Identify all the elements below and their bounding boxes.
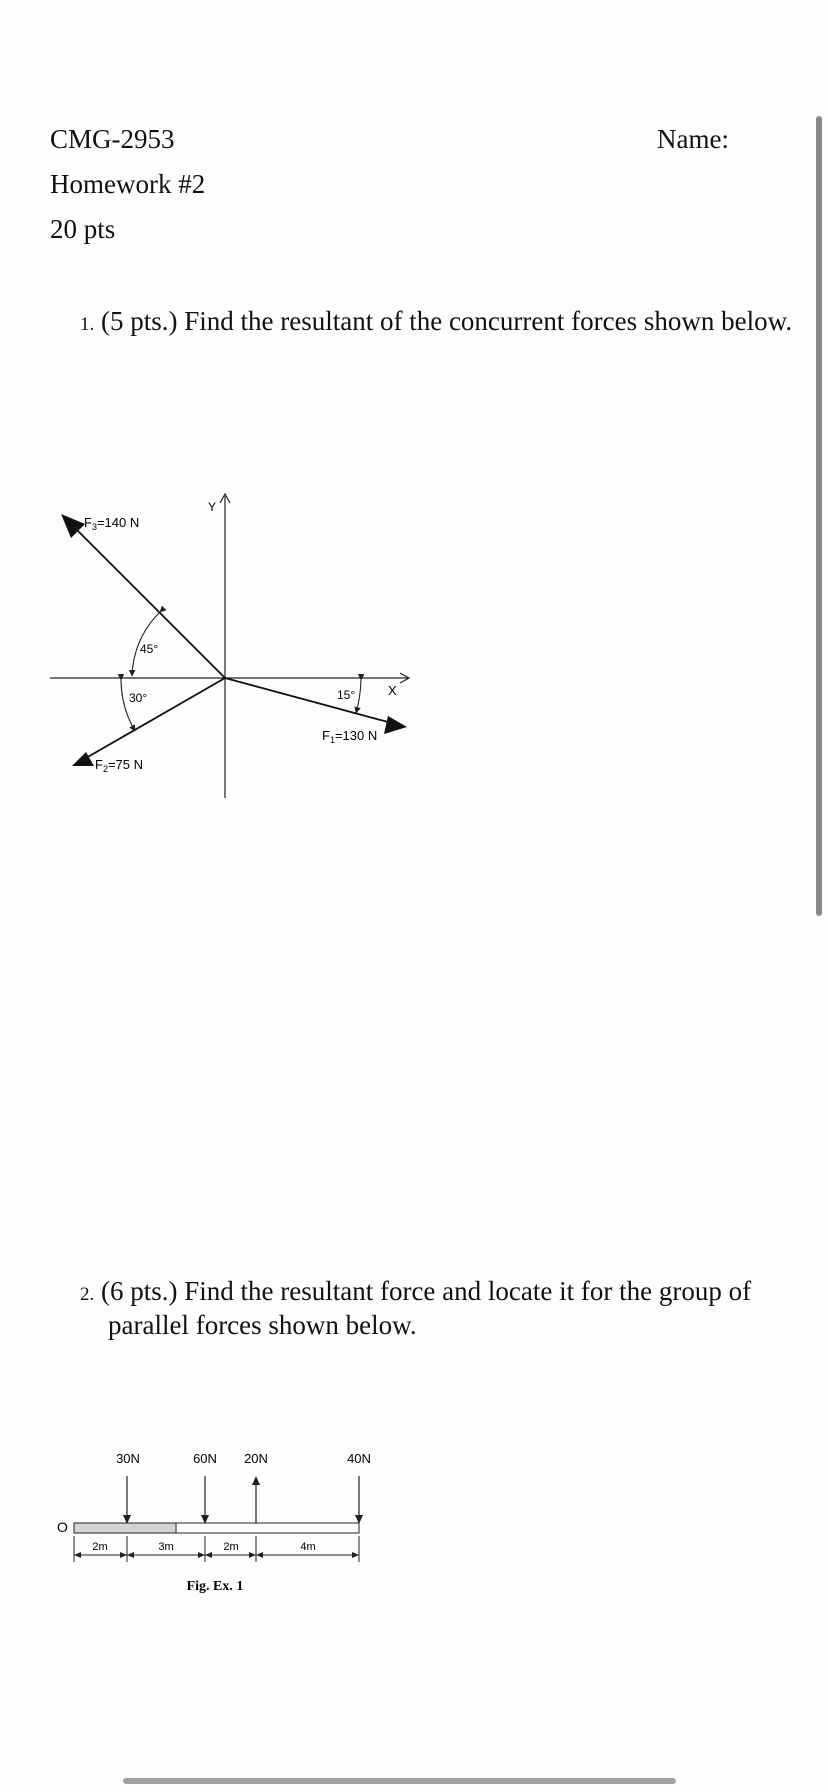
f3-arrowhead — [61, 514, 85, 538]
force-label-1: 30N — [116, 1451, 140, 1466]
dimension-label-1: 2m — [92, 1541, 107, 1553]
origin-label: O — [57, 1519, 68, 1535]
dimension-arrowheads — [74, 1552, 359, 1558]
force-arrow-3 — [252, 1476, 260, 1523]
course-code: CMG-2953 — [50, 124, 175, 154]
assignment-title: Homework #2 — [50, 169, 206, 199]
question-2-text-line-2: parallel forces shown below. — [108, 1310, 417, 1340]
dimension-label-2: 3m — [158, 1541, 173, 1553]
angle-label-30: 30° — [129, 691, 147, 705]
question-2-number: 2. — [80, 1284, 95, 1305]
angle-arc-15 — [354, 673, 365, 714]
force-arrow-4 — [355, 1476, 363, 1524]
figure-caption: Fig. Ex. 1 — [187, 1579, 244, 1594]
f2-label: F2=75 N — [95, 757, 143, 774]
parallel-forces-diagram: O 30N 60N 20N 40N — [57, 1451, 371, 1594]
force-arrow-1 — [123, 1476, 131, 1524]
y-axis-label: Y — [208, 500, 216, 514]
angle-label-15: 15° — [337, 688, 355, 702]
total-points: 20 pts — [50, 214, 116, 244]
angle-arc-30 — [117, 674, 136, 732]
question-2-text-line-1: (6 pts.) Find the resultant force and lo… — [101, 1276, 752, 1306]
question-1: 1. (5 pts.) Find the resultant of the co… — [80, 306, 792, 340]
f2-arrowhead — [72, 752, 94, 766]
force-arrow-2 — [201, 1476, 209, 1524]
question-2: 2. (6 pts.) Find the resultant force and… — [80, 1276, 751, 1341]
f3-label: F3=140 N — [84, 515, 139, 532]
beam-shaded-section — [73, 1522, 177, 1534]
question-1-number: 1. — [80, 314, 95, 335]
x-axis-arrowhead — [399, 672, 411, 684]
dimension-label-3: 2m — [223, 1541, 238, 1553]
force-label-4: 40N — [347, 1451, 371, 1466]
force-label-2: 60N — [193, 1451, 217, 1466]
f3-vector-line — [73, 526, 226, 679]
home-indicator[interactable] — [123, 1778, 676, 1784]
force-label-3: 20N — [244, 1451, 268, 1466]
angle-arc-45 — [128, 605, 167, 677]
f1-arrowhead — [384, 716, 407, 734]
scrollbar[interactable] — [816, 116, 822, 916]
name-label: Name: — [657, 124, 729, 154]
x-axis-label: X — [388, 683, 397, 698]
dimension-label-4: 4m — [300, 1541, 315, 1553]
concurrent-forces-diagram: X Y F3=140 N F2=75 N F1=130 N 45° 30° 15… — [50, 492, 411, 798]
f1-label: F1=130 N — [322, 728, 377, 745]
angle-label-45: 45° — [140, 642, 158, 656]
y-axis-arrowhead — [219, 492, 231, 504]
f1-vector-line — [224, 677, 389, 723]
f2-vector-line — [85, 677, 226, 759]
question-1-text: (5 pts.) Find the resultant of the concu… — [101, 306, 793, 336]
